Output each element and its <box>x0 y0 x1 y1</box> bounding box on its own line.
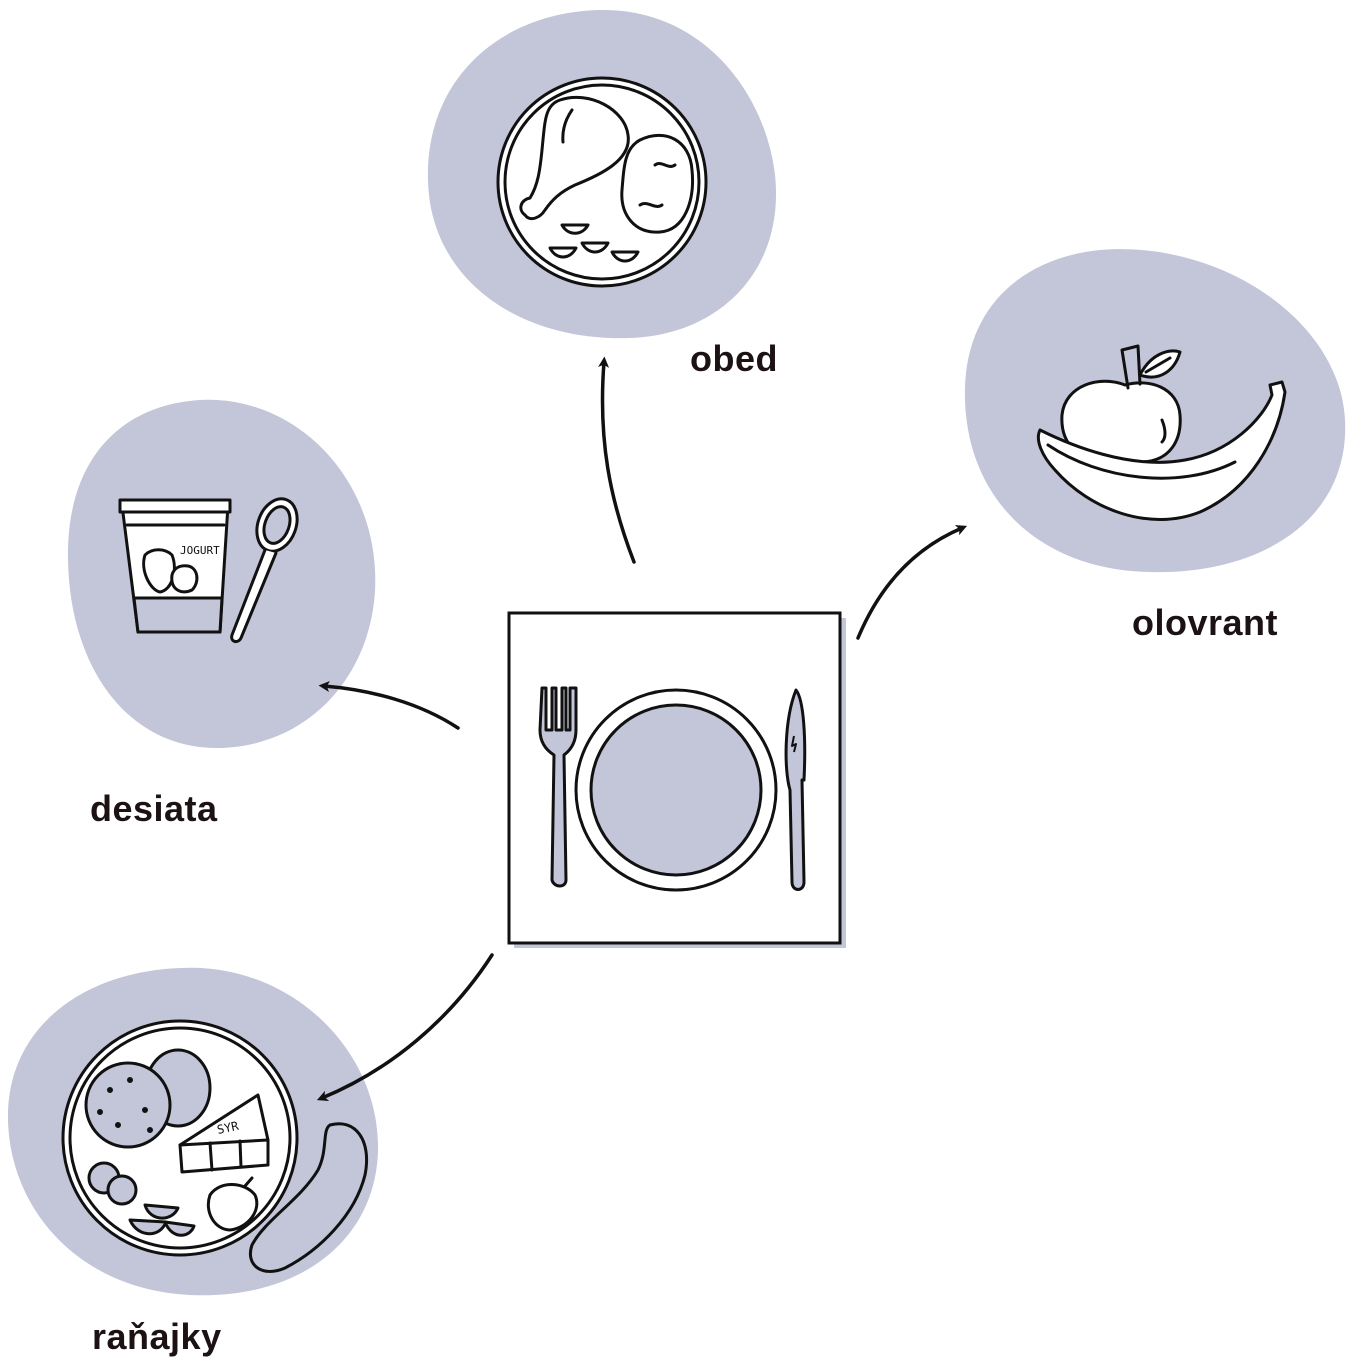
desiata-node: JOGURT <box>67 399 376 749</box>
fork-icon <box>538 686 578 888</box>
yogurt-icon: JOGURT <box>118 497 299 644</box>
obed-node <box>427 9 777 339</box>
obed-label: obed <box>690 338 778 379</box>
knife-icon <box>784 688 807 891</box>
yogurt-jar-text: JOGURT <box>180 544 220 557</box>
olovrant-label: olovrant <box>1132 602 1279 643</box>
plate-icon <box>574 688 778 892</box>
fruit-icon <box>1036 344 1287 521</box>
chicken-plate-icon <box>496 76 708 288</box>
arrows <box>316 356 968 1101</box>
ranajky-node: SYR <box>7 967 379 1296</box>
breakfast-plate-icon: SYR <box>61 1019 368 1273</box>
desiata-label: desiata <box>90 788 218 829</box>
ranajky-label: raňajky <box>92 1316 222 1357</box>
arrow-to-olovrant <box>856 525 968 640</box>
arrow-to-ranajky <box>316 953 494 1101</box>
olovrant-node <box>964 249 1346 573</box>
place-setting <box>507 611 846 948</box>
arrow-to-desiata <box>318 680 460 730</box>
cheese-text: SYR <box>216 1119 241 1137</box>
arrow-to-obed <box>598 356 636 564</box>
